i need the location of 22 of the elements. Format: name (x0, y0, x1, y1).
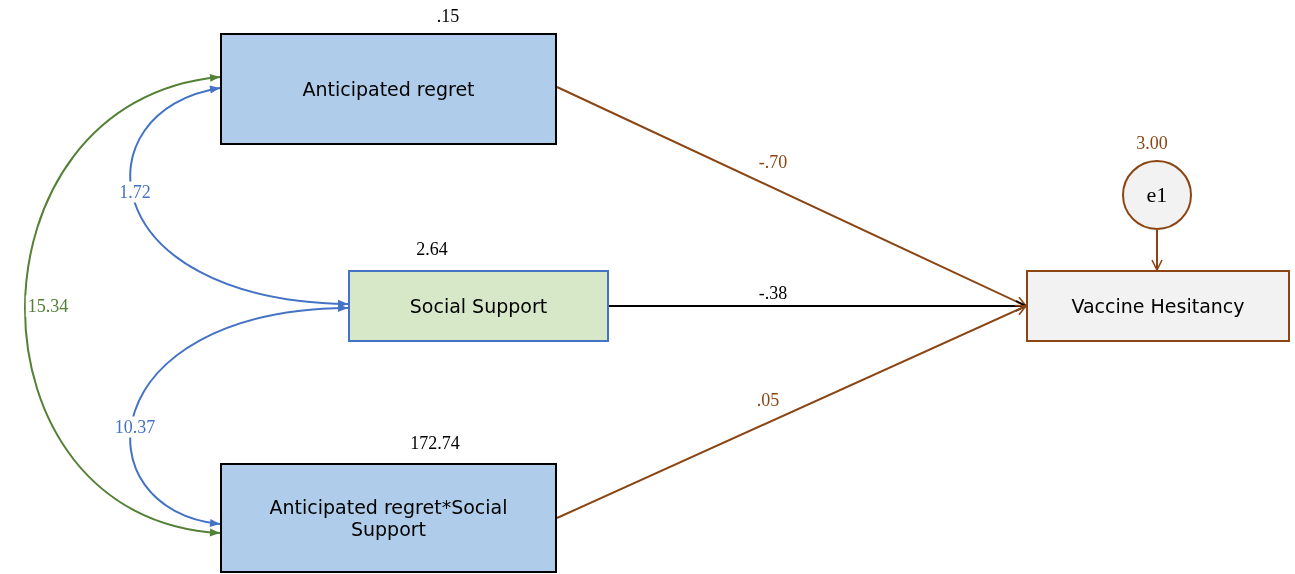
covariance-arrow (129, 86, 349, 308)
variance-value: 3.00 (1136, 132, 1168, 154)
path-arrow (608, 300, 1027, 312)
variable-box (220, 463, 557, 573)
variance-value: 172.74 (410, 432, 460, 454)
variable-box (1026, 270, 1290, 342)
path-arrow (1151, 229, 1163, 271)
node-label: Vaccine Hesitancy (1071, 295, 1245, 317)
variance-value: 2.64 (416, 238, 448, 260)
edge-label: 1.72 (117, 181, 153, 203)
path-arrow (556, 86, 1027, 308)
covariance-arrow (129, 304, 349, 526)
variable-box (348, 270, 609, 342)
node-label: e1 (1146, 182, 1168, 208)
covariance-arrow (24, 75, 221, 536)
variance-value: .15 (436, 5, 460, 27)
variable-box (220, 33, 557, 145)
node-label: Anticipated regret*Social Support (268, 496, 509, 540)
node-label: Social Support (409, 295, 548, 317)
path-arrow (556, 304, 1027, 519)
node-label: Anticipated regret (302, 78, 475, 100)
edge-label: 15.34 (25, 295, 71, 317)
